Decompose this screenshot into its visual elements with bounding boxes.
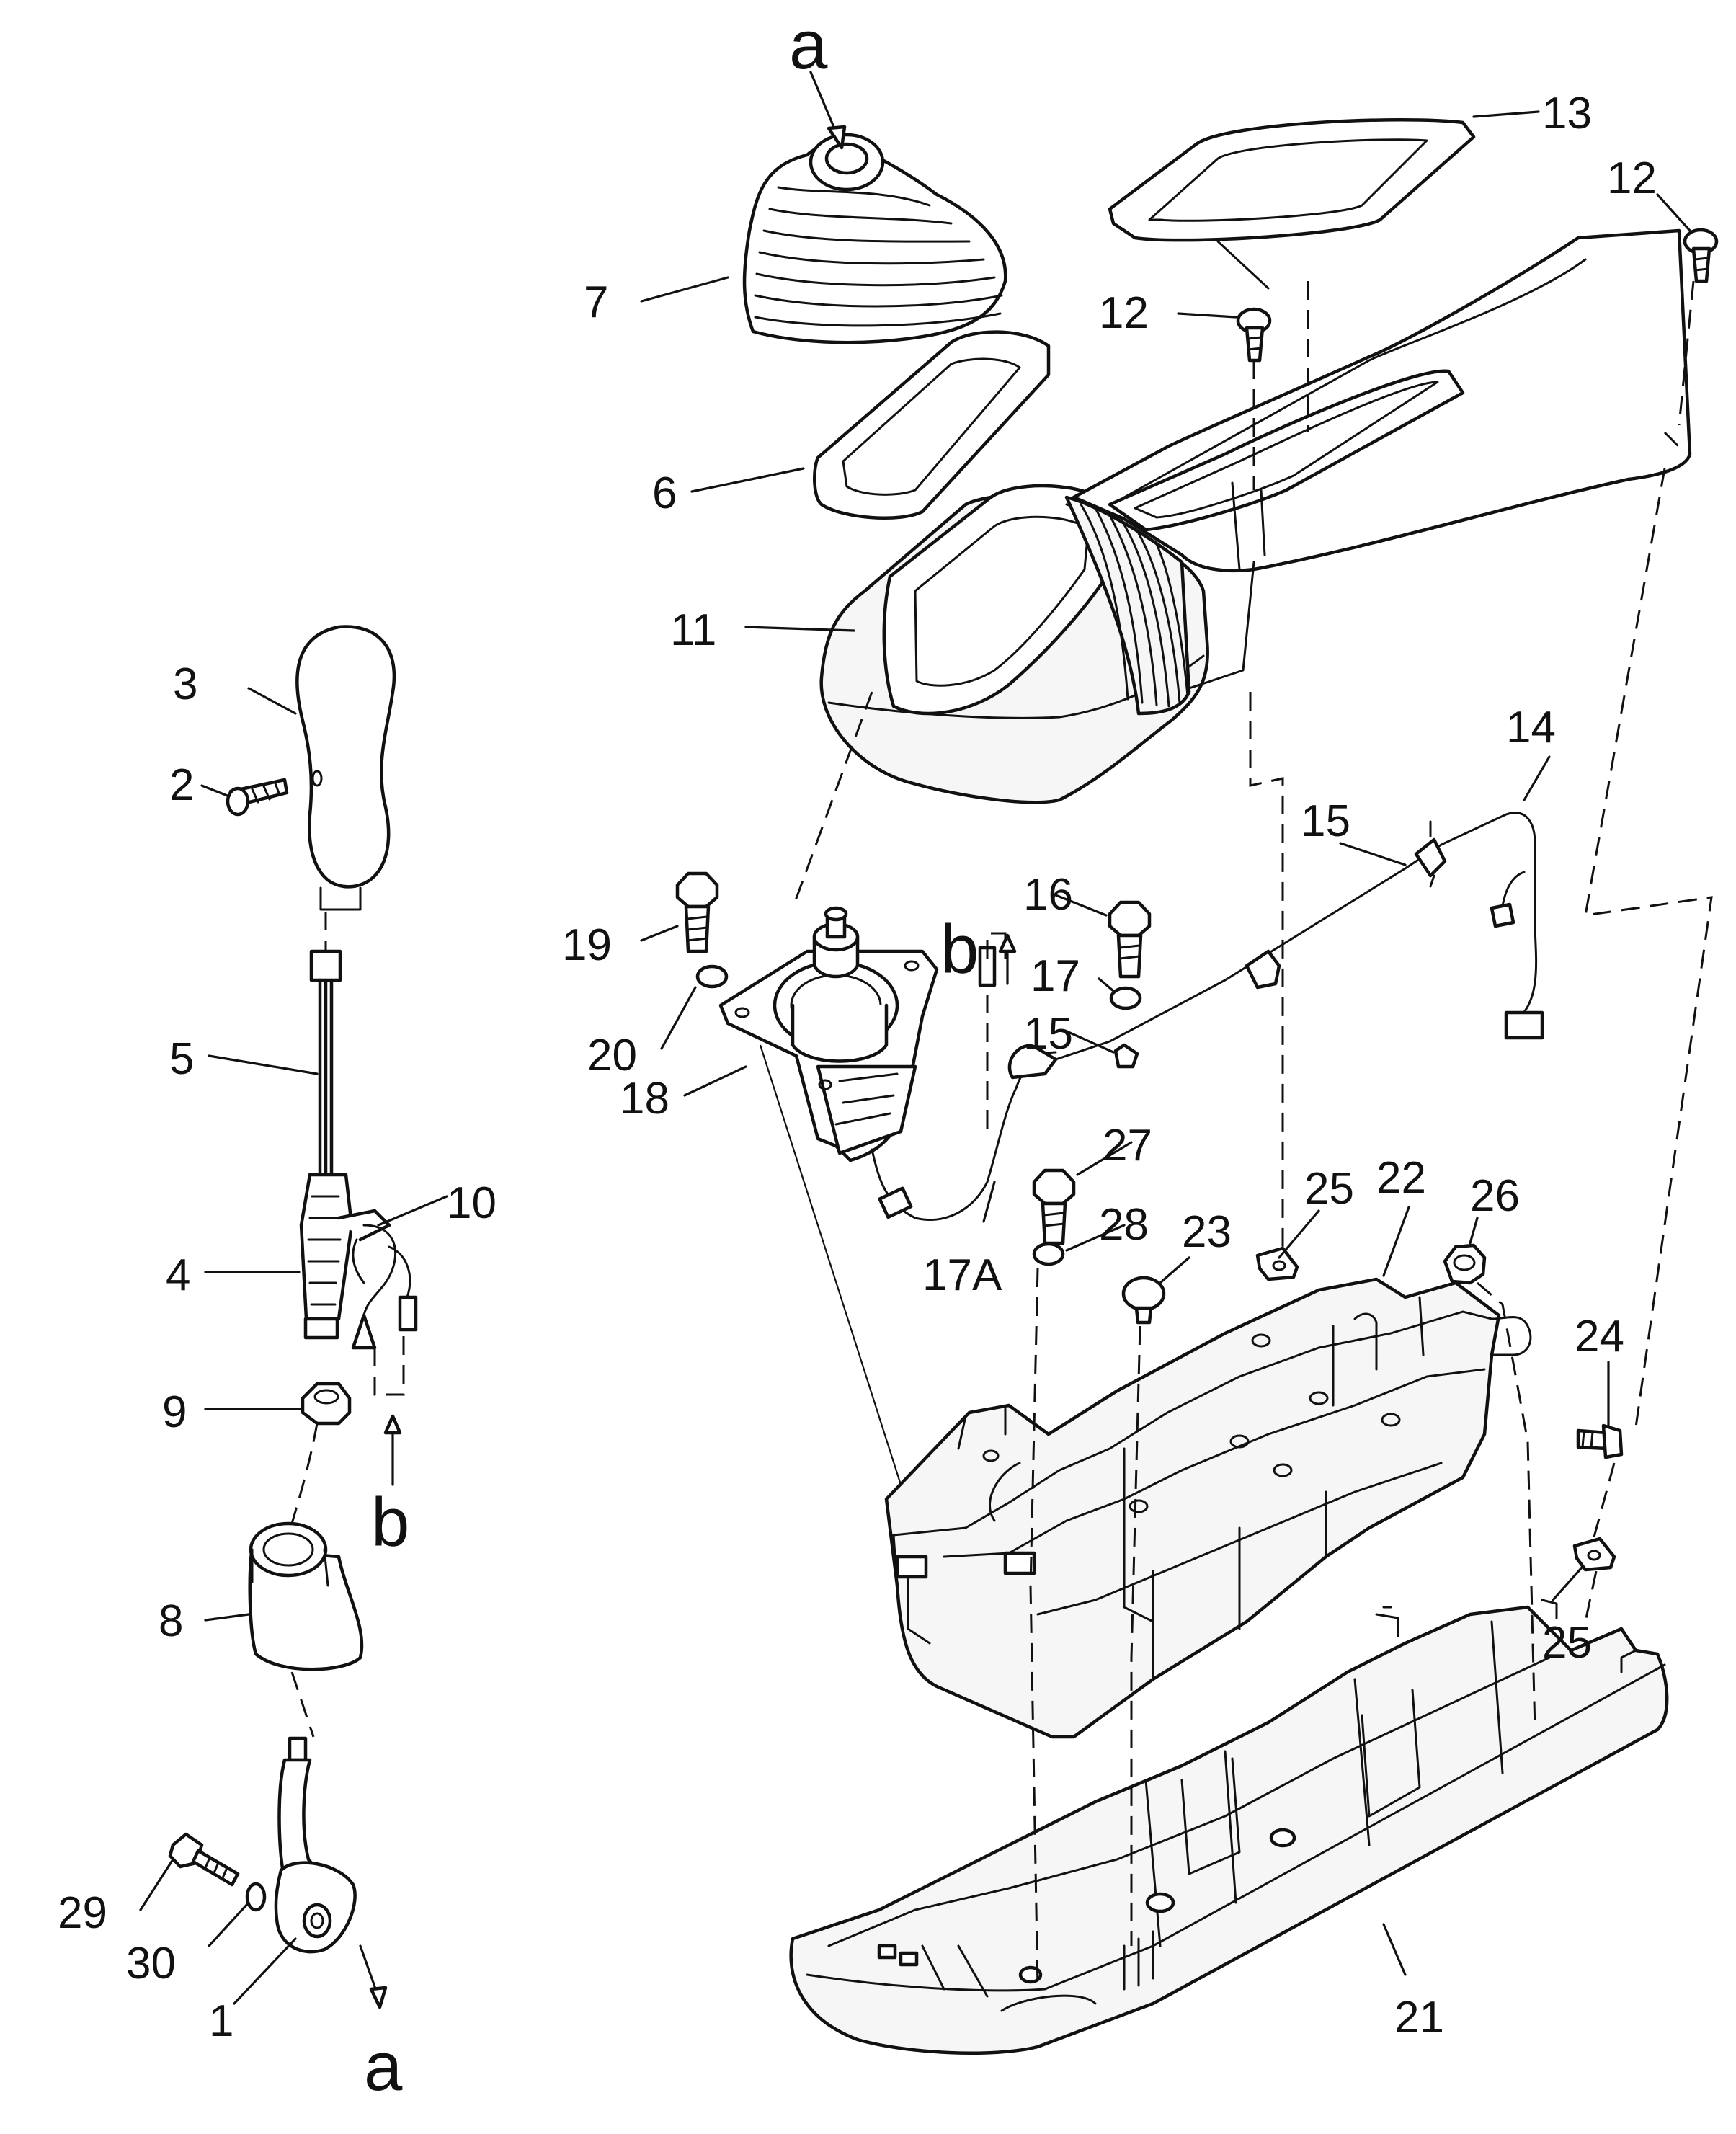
callout-21: 21	[1394, 1993, 1444, 2042]
callout-12-center: 12	[1099, 288, 1149, 338]
callout-16: 16	[1023, 870, 1073, 920]
part-lever-bracket	[299, 1173, 391, 1340]
part-lower-lever	[274, 1736, 357, 1954]
part-plug-23	[1121, 1276, 1166, 1325]
phantom-line-nut-boot	[290, 1423, 319, 1524]
callout-1: 1	[209, 1996, 233, 2046]
part-harness-15-14	[1054, 812, 1544, 1069]
part-bottom-cover	[789, 1599, 1669, 2055]
callout-25-lower: 25	[1542, 1618, 1592, 1668]
part-harness-17A	[871, 932, 1058, 1222]
part-washer-30	[245, 1882, 267, 1912]
callout-7: 7	[584, 277, 608, 327]
phantom-line-boot-lever	[290, 1671, 315, 1738]
part-bellows-boot	[742, 133, 1007, 344]
part-lever-rod	[309, 949, 342, 1177]
callout-17: 17	[1031, 951, 1080, 1001]
part-clip-25-upper	[1255, 1246, 1299, 1281]
part-tray	[1108, 118, 1476, 290]
part-bolt-16	[1108, 900, 1152, 979]
part-lever-boot	[248, 1521, 364, 1671]
callout-9: 9	[162, 1387, 187, 1437]
part-washer-28	[1032, 1242, 1065, 1266]
part-nut-9	[301, 1382, 352, 1426]
part-switch-harness	[351, 1224, 418, 1396]
callout-b-lower: b	[371, 1484, 409, 1561]
part-lever-base	[718, 906, 939, 1162]
part-bolt-24	[1576, 1423, 1624, 1459]
callout-3: 3	[173, 659, 197, 709]
part-washer-20	[695, 964, 729, 989]
callout-a-top: a	[789, 6, 828, 84]
callout-a-bottom: a	[364, 2028, 403, 2105]
callout-15-upper: 15	[1301, 796, 1350, 846]
phantom-line-bolt-27	[1029, 1268, 1039, 1990]
phantom-line-screw-right	[1678, 280, 1695, 426]
callout-19: 19	[562, 920, 612, 970]
callout-27: 27	[1103, 1121, 1152, 1170]
callout-13: 13	[1542, 89, 1592, 138]
callout-29: 29	[58, 1888, 107, 1938]
part-knob-screw	[226, 778, 289, 817]
part-boot-retainer	[813, 330, 1051, 520]
phantom-line-console-rear	[1249, 692, 1284, 1247]
leader-lines	[139, 71, 1691, 2009]
callout-28: 28	[1099, 1200, 1149, 1250]
part-lower-frame	[884, 1277, 1532, 1739]
part-screw-12-right	[1683, 228, 1719, 283]
callout-18: 18	[620, 1074, 669, 1124]
phantom-line-nut-26	[1477, 1281, 1536, 1730]
part-washer-17	[1109, 986, 1142, 1010]
phantom-line-bolt-24	[1591, 1462, 1616, 1543]
callout-24: 24	[1575, 1312, 1624, 1361]
part-bolt-27	[1032, 1168, 1076, 1245]
part-bolt-19	[675, 871, 719, 953]
callout-5: 5	[169, 1034, 194, 1084]
callout-26: 26	[1470, 1171, 1520, 1221]
callout-20: 20	[587, 1031, 637, 1080]
part-clip-25-lower	[1572, 1537, 1616, 1572]
part-console-rear	[1064, 228, 1692, 716]
part-screw-12-center	[1236, 307, 1272, 363]
phantom-line-console-base	[791, 691, 873, 909]
callout-17A: 17A	[922, 1250, 1002, 1300]
callout-14: 14	[1506, 703, 1556, 752]
callout-8: 8	[159, 1596, 183, 1646]
callout-30: 30	[126, 1939, 176, 1988]
callout-6: 6	[652, 468, 677, 518]
part-bolt-29	[168, 1832, 240, 1887]
callout-11: 11	[670, 605, 716, 655]
part-knob	[295, 625, 396, 911]
callout-15-lower: 15	[1023, 1009, 1073, 1059]
callout-22: 22	[1376, 1153, 1426, 1203]
callout-10: 10	[447, 1178, 497, 1228]
callout-12-right: 12	[1607, 154, 1657, 203]
part-nut-26	[1443, 1243, 1487, 1285]
phantom-line-right-edge	[1584, 468, 1713, 1428]
guide-line-base-frame	[759, 1044, 902, 1485]
phantom-line-clip-25	[1584, 1570, 1598, 1622]
callout-25-upper: 25	[1304, 1164, 1354, 1214]
callout-b-upper: b	[940, 911, 979, 988]
phantom-line-plug-23	[1130, 1325, 1141, 1946]
callout-4: 4	[166, 1250, 190, 1300]
callout-2: 2	[169, 760, 194, 810]
callout-23: 23	[1182, 1207, 1232, 1257]
